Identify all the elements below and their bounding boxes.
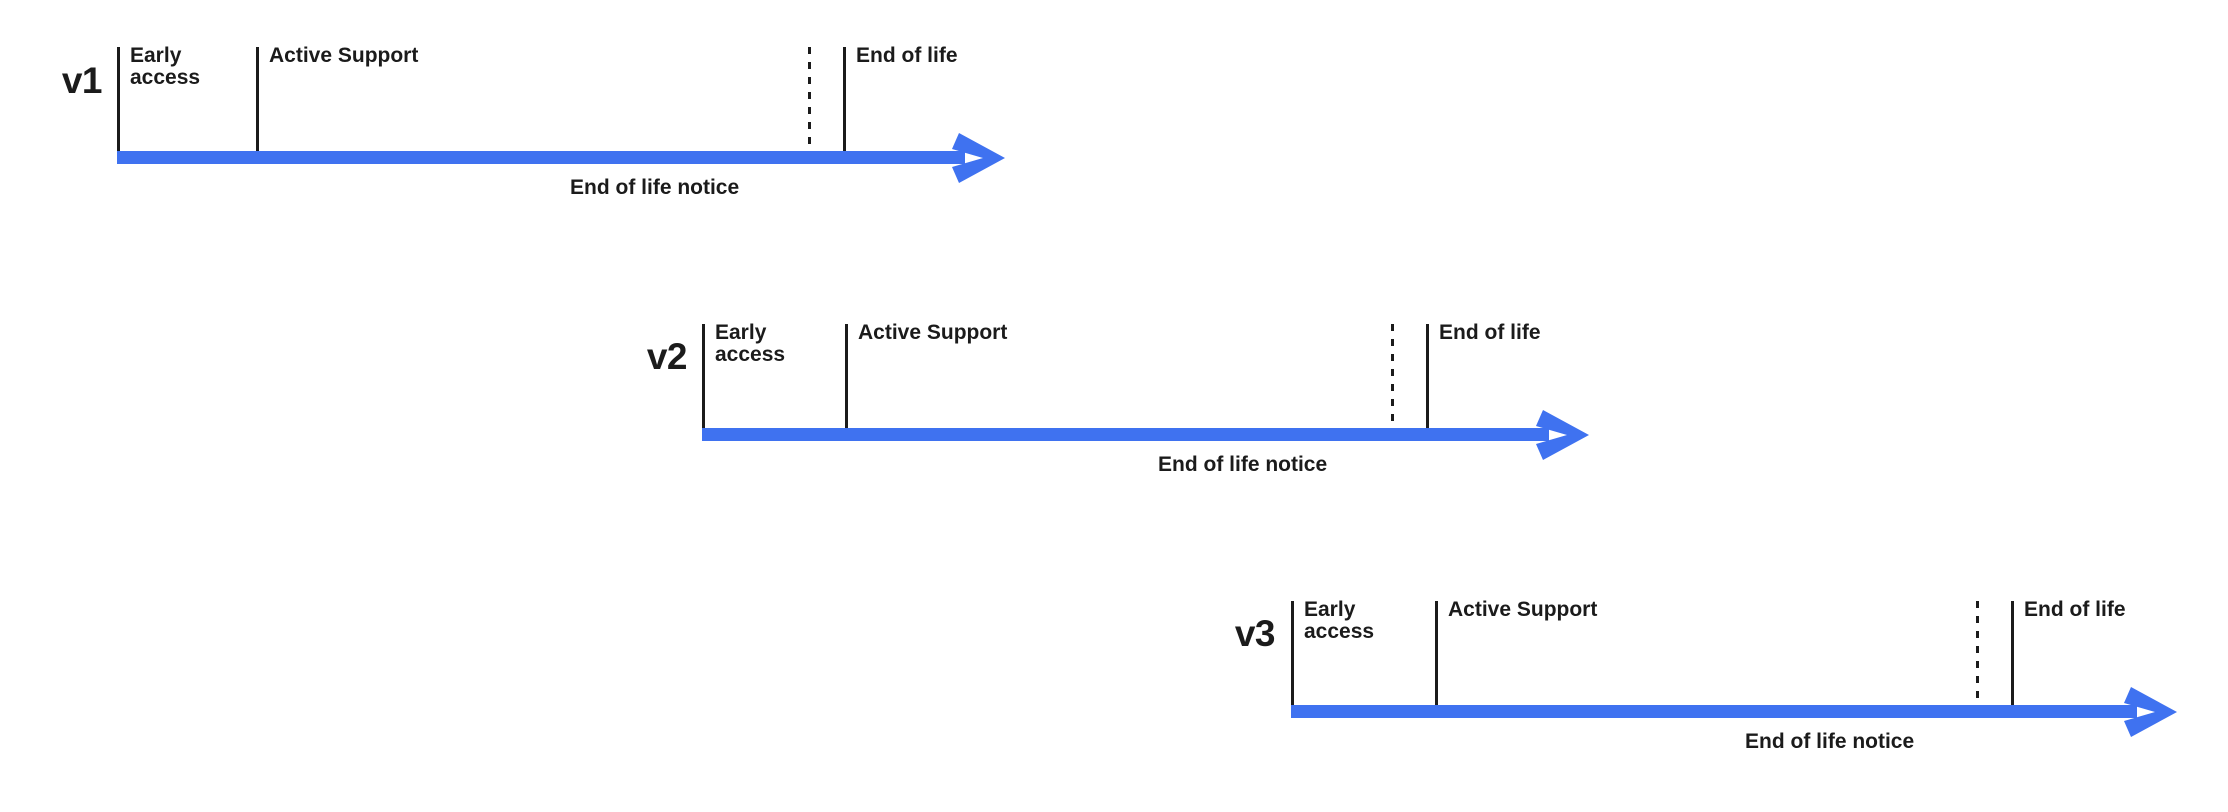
tick-early-access-end-v2 (845, 324, 848, 428)
timeline-arrow-head-v2 (1536, 409, 1589, 460)
notice-label-v3: End of life notice (1745, 730, 1915, 753)
phase-label-active-support-v2: Active Support (858, 321, 1008, 344)
timeline-arrow-shaft-v3 (1291, 705, 2137, 718)
tick-early-access-end-v3 (1435, 601, 1438, 705)
phase-label-end-of-life-v1: End of life (856, 44, 958, 67)
tick-dashed-eol-notice-v1 (808, 47, 811, 151)
tick-start-v2 (702, 324, 705, 428)
version-label-v2: v2 (646, 336, 688, 377)
timeline-arrow-head-v3 (2124, 686, 2177, 737)
timeline-arrow-shaft-v2 (702, 428, 1549, 441)
phase-label-early-access-v2: Early access (715, 321, 786, 367)
phase-label-end-of-life-v3: End of life (2024, 598, 2126, 621)
timeline-arrow-shaft-v1 (117, 151, 965, 164)
phase-label-early-access-v3: Early access (1304, 598, 1375, 644)
version-label-v3: v3 (1234, 613, 1276, 654)
phase-label-end-of-life-v2: End of life (1439, 321, 1541, 344)
tick-end-of-life-v1 (843, 47, 846, 151)
tick-start-v1 (117, 47, 120, 151)
tick-dashed-eol-notice-v2 (1391, 324, 1394, 428)
version-label-v1: v1 (61, 60, 103, 101)
tick-dashed-eol-notice-v3 (1976, 601, 1979, 705)
tick-end-of-life-v3 (2011, 601, 2014, 705)
notice-label-v2: End of life notice (1158, 453, 1328, 476)
tick-start-v3 (1291, 601, 1294, 705)
phase-label-early-access-v1: Early access (130, 44, 201, 90)
phase-label-active-support-v1: Active Support (269, 44, 419, 67)
timeline-arrow-head-v1 (952, 132, 1005, 183)
phase-label-active-support-v3: Active Support (1448, 598, 1598, 621)
notice-label-v1: End of life notice (570, 176, 740, 199)
tick-end-of-life-v2 (1426, 324, 1429, 428)
tick-early-access-end-v1 (256, 47, 259, 151)
